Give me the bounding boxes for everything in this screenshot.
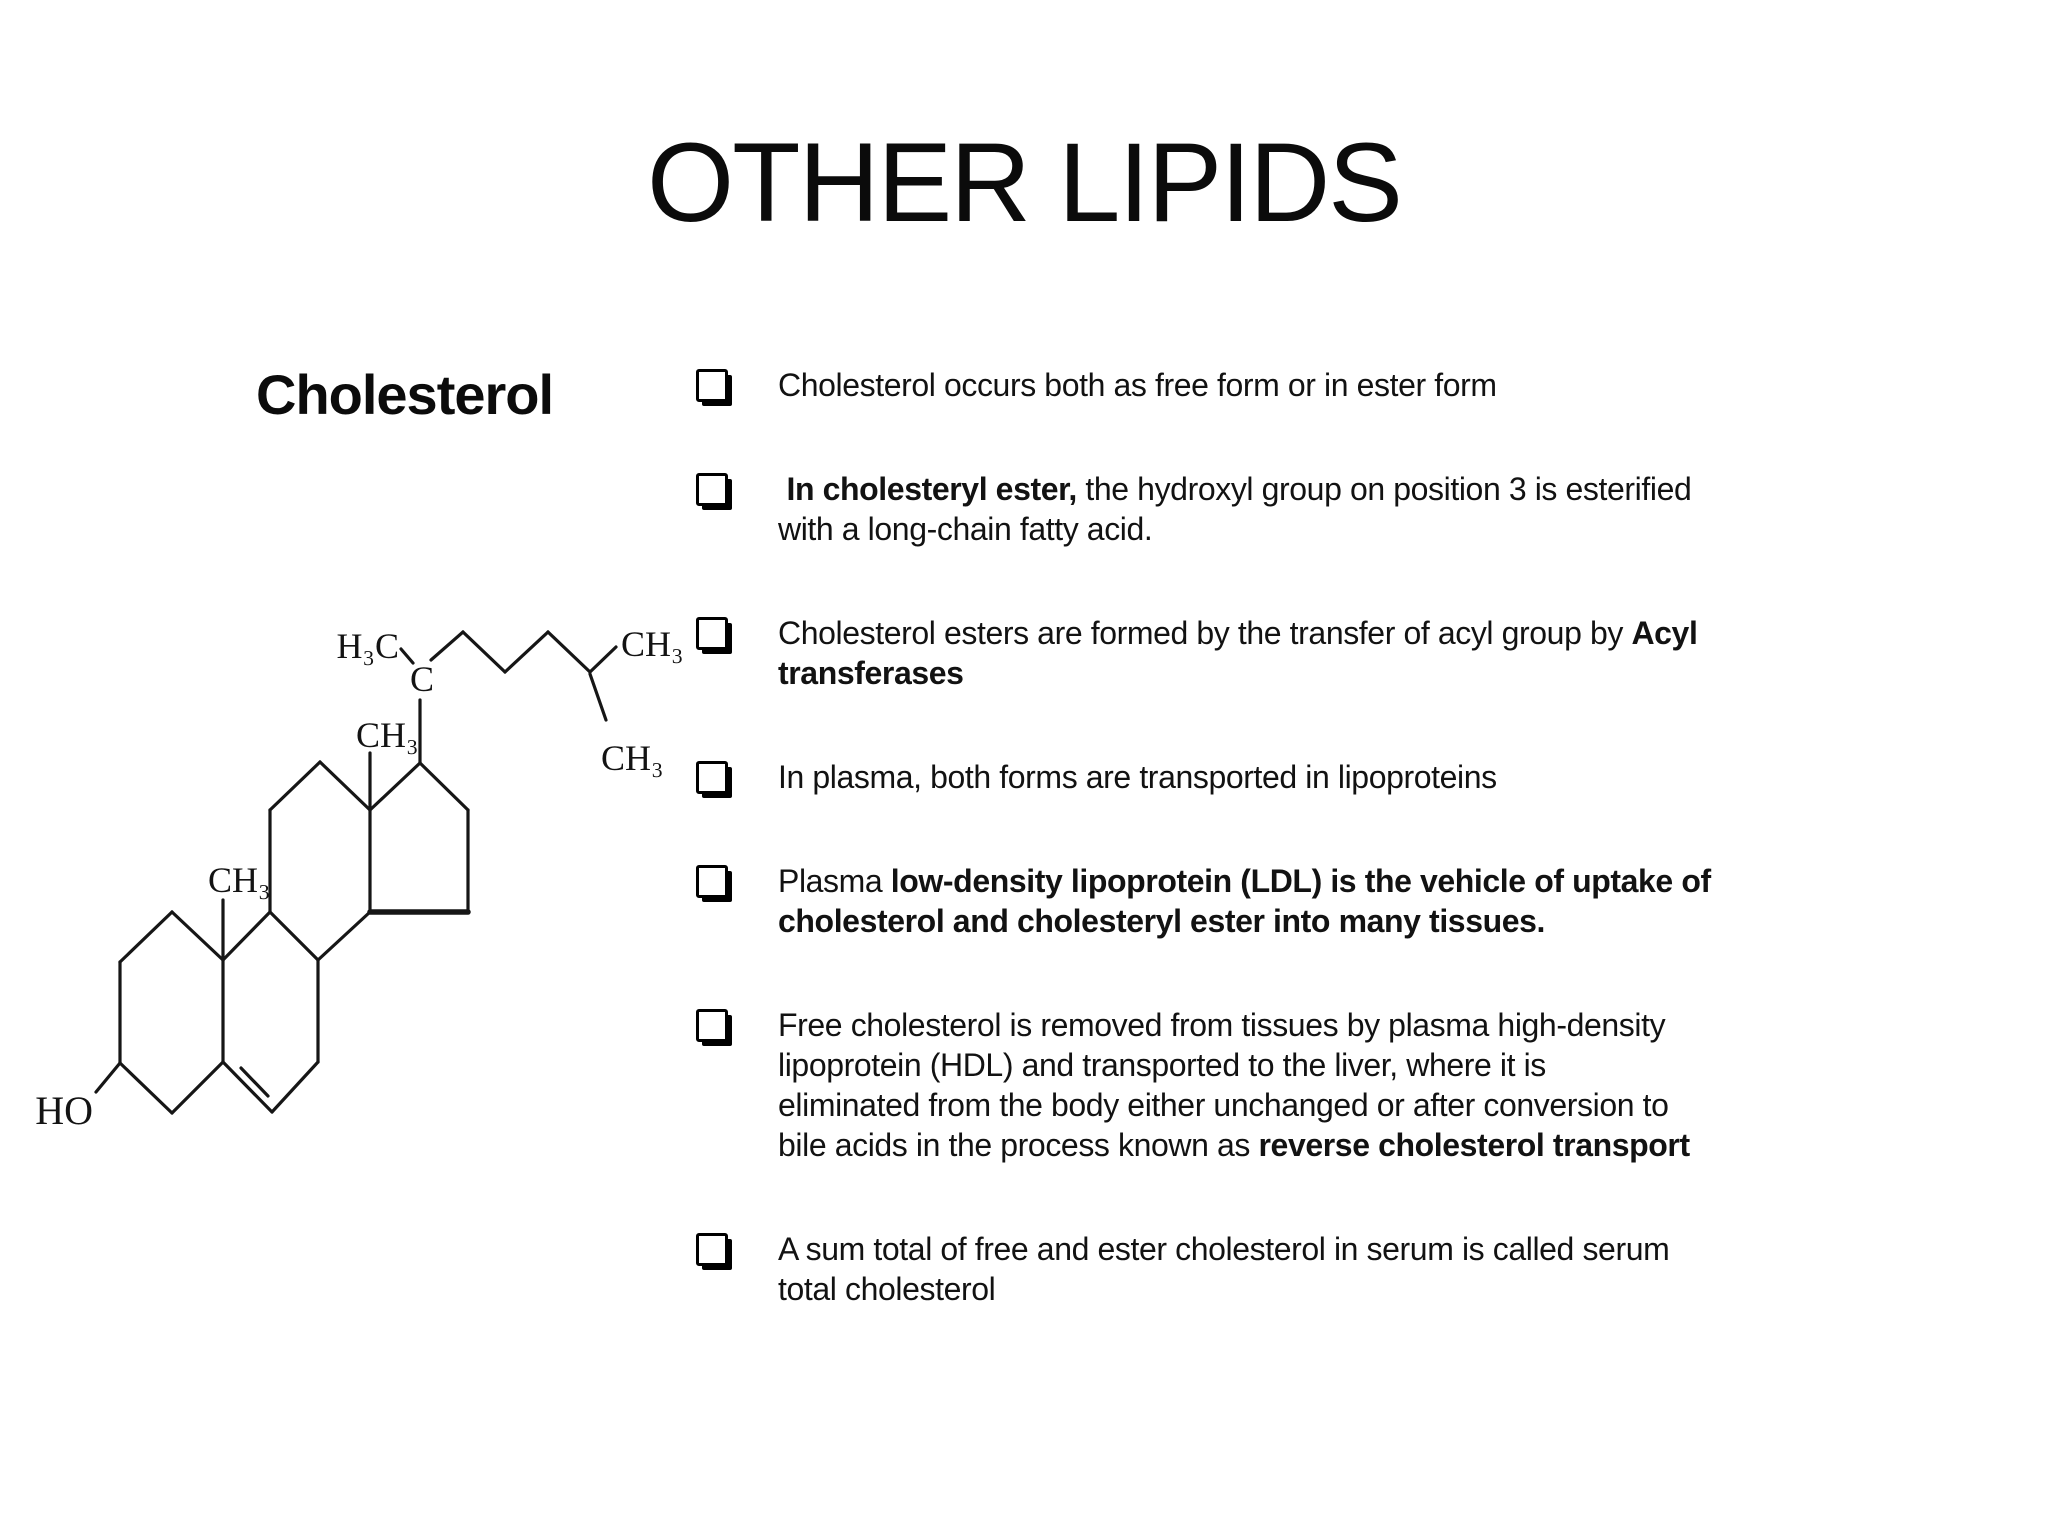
methyl-c13-label: CH₃: [356, 715, 419, 755]
bond: [270, 1060, 320, 1114]
atom-labels: HO CH₃ CH₃ H₃C C CH₃ CH₃: [35, 624, 683, 1133]
checkbox-bullet-icon: [696, 473, 728, 506]
bond: [418, 761, 470, 812]
bond-methyl-bottom: [588, 672, 608, 722]
bond-hydroxyl: [94, 1061, 122, 1094]
methyl-c10-label: CH₃: [208, 860, 271, 900]
bullet-list: Cholesterol occurs both as free form or …: [696, 365, 1996, 1373]
hydroxyl-label: HO: [35, 1088, 93, 1133]
bond-h3c: [399, 647, 415, 665]
checkbox-bullet-icon: [696, 761, 728, 794]
bond: [118, 1061, 174, 1115]
bond: [368, 761, 422, 812]
bullet-item: A sum total of free and ester cholestero…: [696, 1229, 1996, 1309]
h3c-label: H₃C: [336, 626, 399, 666]
bond: [268, 910, 320, 962]
bond-methyl-top: [588, 645, 618, 674]
side-chain-bond: [503, 630, 550, 674]
bullet-text: In plasma, both forms are transported in…: [778, 759, 1497, 795]
bullet-item: In cholesteryl ester, the hydroxyl group…: [696, 469, 1996, 549]
bond: [221, 910, 272, 962]
bullet-item: Cholesterol occurs both as free form or …: [696, 365, 1996, 405]
bond: [316, 910, 372, 962]
bullet-text: A sum total of free and ester cholestero…: [778, 1231, 1670, 1307]
checkbox-bullet-icon: [696, 865, 728, 898]
bond: [268, 760, 322, 812]
section-heading-cholesterol: Cholesterol: [256, 363, 554, 426]
bond-lines: [94, 630, 618, 1115]
checkbox-bullet-icon: [696, 369, 728, 402]
carbon-label: C: [410, 659, 434, 699]
bond: [221, 1060, 274, 1114]
bullet-text: In cholesteryl ester, the hydroxyl group…: [778, 471, 1692, 547]
bullet-text: Plasma low-density lipoprotein (LDL) is …: [778, 863, 1711, 939]
side-chain-bond: [461, 630, 507, 674]
bullet-text: Free cholesterol is removed from tissues…: [778, 1007, 1690, 1163]
bullet-item: Cholesterol esters are formed by the tra…: [696, 613, 1996, 693]
bond: [318, 760, 372, 812]
bullet-item: Free cholesterol is removed from tissues…: [696, 1005, 1996, 1165]
checkbox-bullet-icon: [696, 1009, 728, 1042]
bullet-item: In plasma, both forms are transported in…: [696, 757, 1996, 797]
slide-title: OTHER LIPIDS: [647, 120, 1403, 245]
checkbox-bullet-icon: [696, 1233, 728, 1266]
bond: [118, 910, 174, 964]
bullet-text: Cholesterol occurs both as free form or …: [778, 367, 1497, 403]
side-methyl-top-label: CH₃: [621, 624, 684, 664]
side-methyl-bottom-label: CH₃: [601, 738, 664, 778]
bond: [170, 1060, 225, 1115]
bullet-item: Plasma low-density lipoprotein (LDL) is …: [696, 861, 1996, 941]
bond: [170, 910, 225, 962]
checkbox-bullet-icon: [696, 617, 728, 650]
double-bond-inner: [239, 1066, 270, 1098]
bullet-text: Cholesterol esters are formed by the tra…: [778, 615, 1698, 691]
side-chain-bond: [546, 630, 592, 674]
cholesterol-structure: HO CH₃ CH₃ H₃C C CH₃ CH₃: [35, 624, 683, 1133]
side-chain-bond: [429, 630, 465, 662]
